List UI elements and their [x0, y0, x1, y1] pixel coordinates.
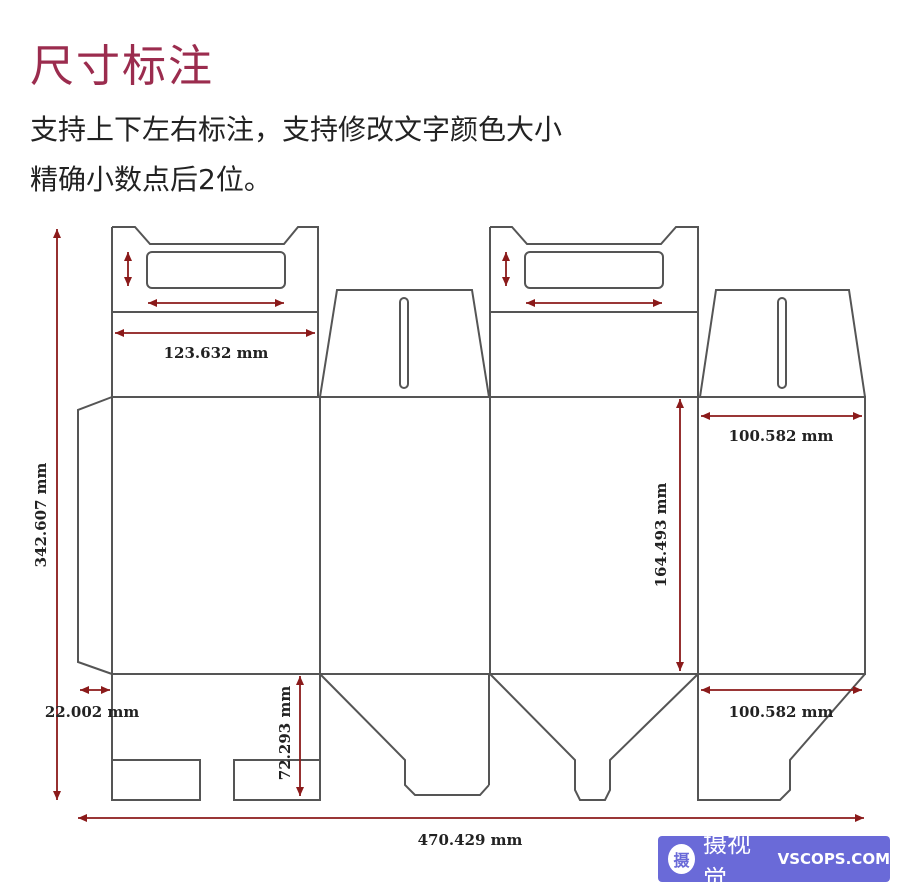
- panel-2-top-flap: [319, 289, 490, 398]
- bottom-flap-1: [111, 674, 321, 801]
- slot-1: [399, 297, 409, 389]
- bottom-funnel-2: [489, 673, 699, 801]
- label-top-width: 123.632 mm: [164, 344, 269, 362]
- description-line-2: 精确小数点后2位。: [30, 163, 272, 196]
- watermark-url: VSCOPS.COM: [777, 850, 890, 868]
- watermark-name: 摄视觉: [702, 830, 751, 893]
- slot-2: [777, 297, 787, 389]
- glue-flap: [77, 396, 113, 675]
- label-glue-flap: 22.002 mm: [45, 703, 140, 721]
- handle-hole-1: [146, 251, 286, 289]
- label-total-height: 342.607 mm: [32, 462, 50, 567]
- watermark-logo-icon: 摄: [668, 844, 695, 874]
- label-panel-height: 164.493 mm: [652, 482, 670, 587]
- label-total-width: 470.429 mm: [418, 831, 523, 849]
- watermark-badge: 摄 摄视觉 VSCOPS.COM: [658, 830, 890, 893]
- bottom-funnel-1: [319, 673, 490, 796]
- label-right-top-width: 100.582 mm: [729, 427, 834, 445]
- bottom-flap-4: [697, 673, 866, 801]
- label-bottom-flap: 72.293 mm: [276, 686, 294, 781]
- description-line-1: 支持上下左右标注，支持修改文字颜色大小: [30, 113, 563, 146]
- page-title: 尺寸标注: [30, 41, 214, 92]
- label-right-bottom-width: 100.582 mm: [729, 703, 834, 721]
- handle-hole-2: [524, 251, 664, 289]
- panel-4-top-flap: [699, 289, 866, 398]
